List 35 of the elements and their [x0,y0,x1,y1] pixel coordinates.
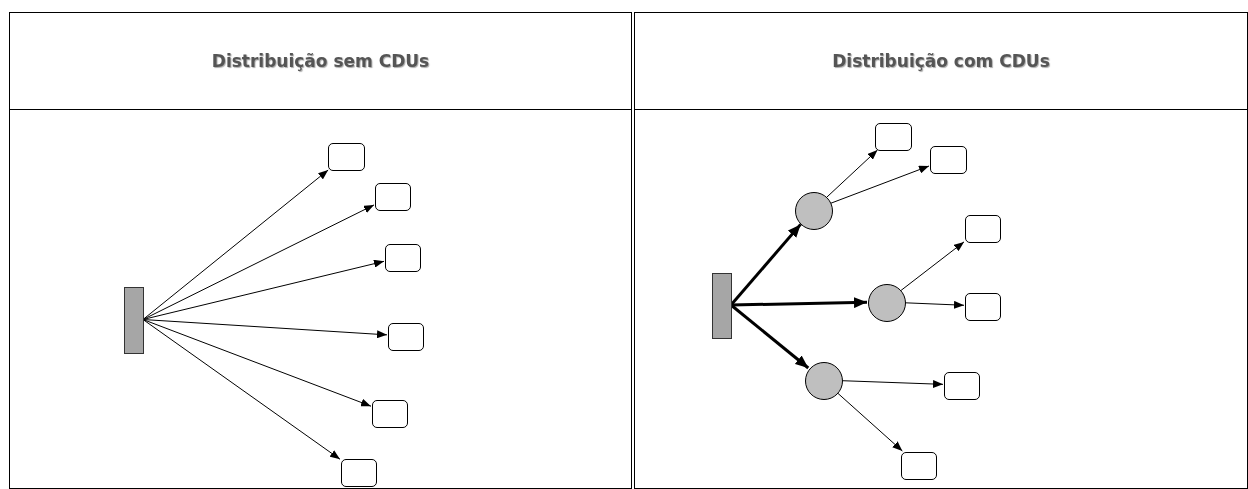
bar-shape [124,287,144,354]
rounded-box [372,400,408,428]
arrow [826,149,878,198]
circle-node [868,284,906,322]
bar-shape [712,273,732,339]
rounded-box [375,183,411,211]
arrow [841,380,944,388]
rounded-box [388,323,424,351]
arrow [142,319,388,339]
arrow [142,319,372,407]
rounded-box [965,215,1001,243]
table-column-panel [9,12,632,489]
rounded-box [944,372,980,400]
column-heading: Distribuição sem CDUs [211,51,430,71]
arrow [730,303,810,370]
circle-node [795,192,833,230]
arrow [142,204,375,320]
arrow [830,165,930,204]
rounded-box [875,123,912,151]
arrow [730,297,868,309]
arrow [904,300,965,309]
table-column-panel [634,12,1248,489]
arrow [900,241,965,291]
rounded-box [341,459,377,487]
column-heading: Distribuição com CDUs [832,51,1050,71]
rounded-box [901,452,937,480]
rounded-box [385,244,421,272]
rounded-box [930,146,967,174]
arrow [142,169,329,320]
arrow [142,319,341,460]
circle-node [805,362,843,400]
rounded-box [328,143,365,171]
arrow [836,392,903,452]
arrow [142,259,385,320]
rounded-box [965,293,1001,321]
